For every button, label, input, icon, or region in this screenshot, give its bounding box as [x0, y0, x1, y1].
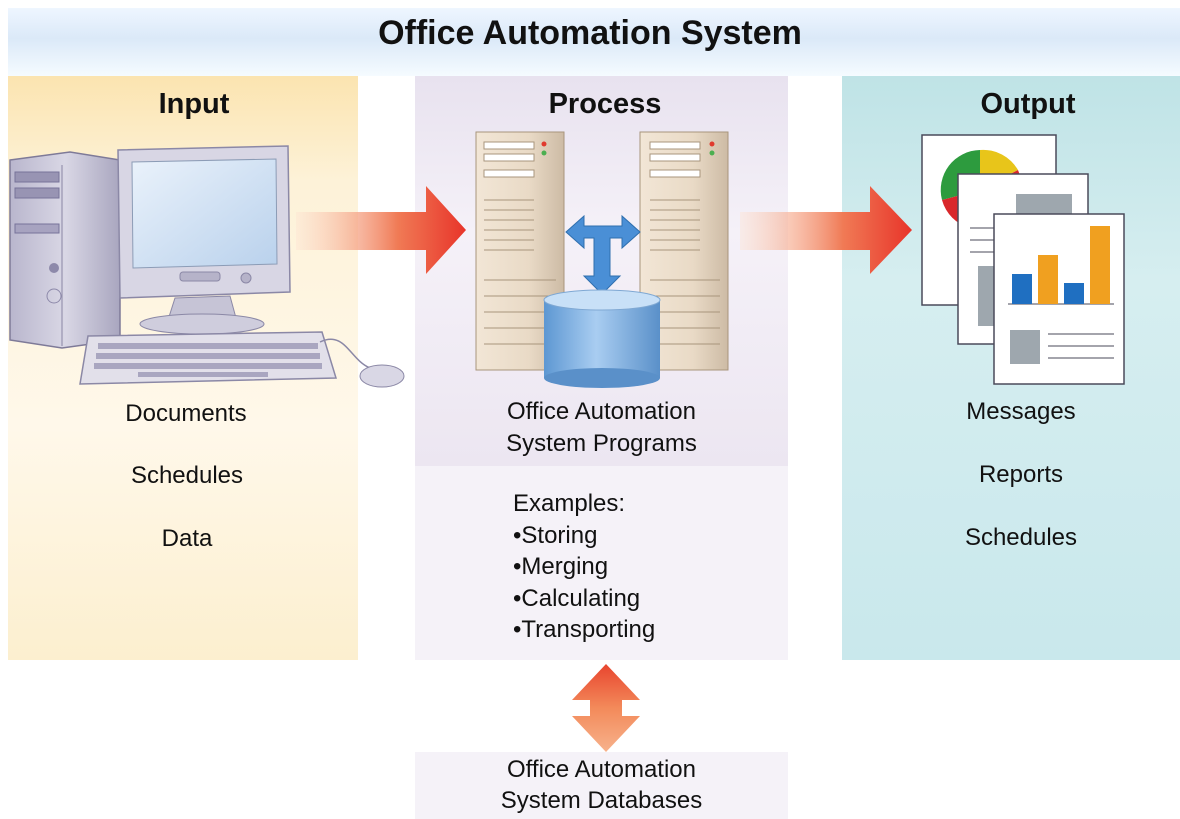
databases-panel [415, 752, 788, 819]
report-documents-icon [921, 134, 1125, 385]
input-item-schedules: Schedules [130, 462, 244, 489]
output-item-reports: Reports [978, 461, 1064, 488]
input-item-documents: Documents [125, 400, 247, 427]
databases-label-line2: System Databases [500, 787, 703, 814]
input-item-data: Data [161, 525, 213, 552]
example-item: •Calculating [513, 584, 641, 612]
process-heading: Process [548, 88, 662, 120]
input-to-process-arrow [296, 186, 466, 274]
title-bar [8, 8, 1180, 76]
databases-label-line1: Office Automation [507, 756, 696, 783]
examples-title: Examples: [513, 490, 626, 517]
blue-double-arrow-icon [565, 214, 641, 295]
desktop-computer-icon [9, 145, 405, 388]
example-item: •Transporting [513, 616, 656, 643]
example-item: •Storing [513, 521, 598, 549]
examples-list: Examples: •Storing •Merging •Calculating… [513, 488, 655, 646]
output-item-messages: Messages [966, 398, 1076, 425]
database-cylinder-icon [543, 289, 661, 388]
process-examples-panel [415, 466, 788, 660]
output-item-schedules: Schedules [964, 524, 1078, 551]
process-database-double-arrow [572, 664, 640, 752]
diagram-title: Office Automation System [378, 14, 802, 52]
programs-label-line1: Office Automation [507, 398, 696, 425]
output-heading: Output [980, 88, 1076, 120]
programs-label-line2: System Programs [506, 430, 697, 457]
process-to-output-arrow [740, 186, 912, 274]
input-heading: Input [158, 88, 230, 120]
example-item: •Merging [513, 553, 609, 580]
